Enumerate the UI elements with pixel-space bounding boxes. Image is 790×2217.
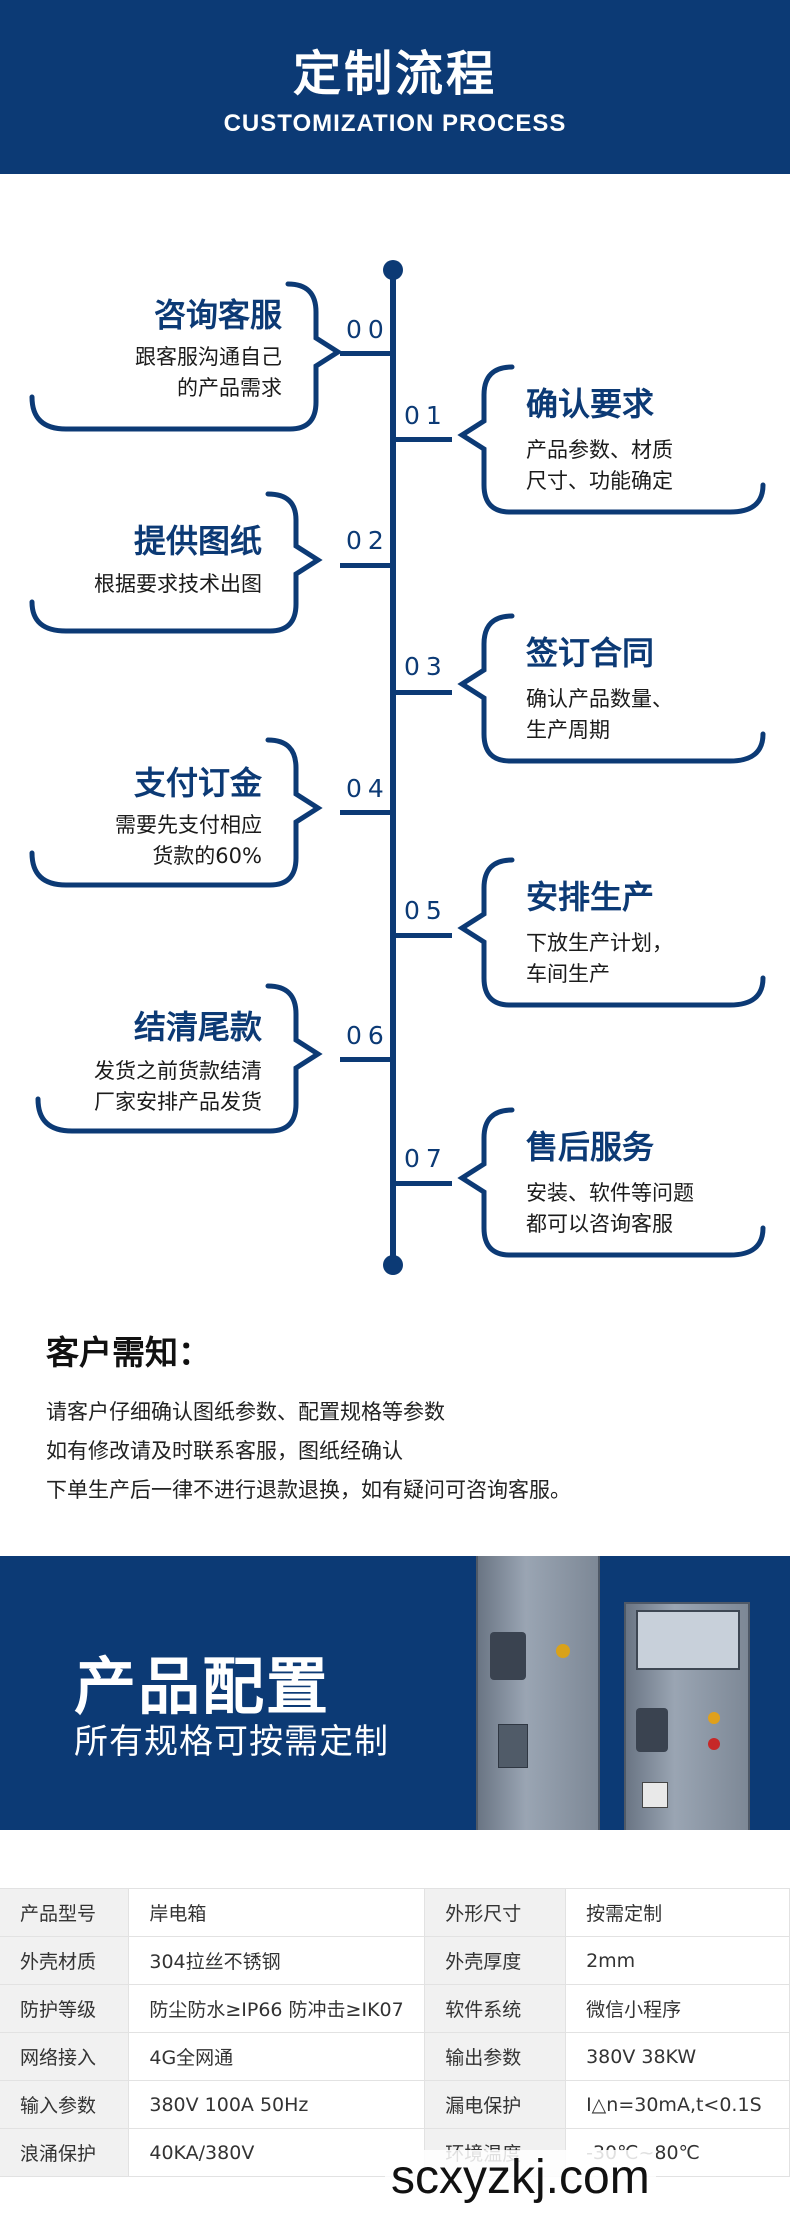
step-bubble-outline <box>457 857 766 1008</box>
step-title: 提供图纸 <box>133 522 262 560</box>
step-desc-line: 的产品需求 <box>177 376 282 400</box>
step-desc-line: 确认产品数量、 <box>526 687 673 711</box>
step-title: 安排生产 <box>526 878 655 916</box>
step-tick <box>340 351 392 356</box>
notice-line: 下单生产后一律不进行退款退换，如有疑问可咨询客服。 <box>46 1478 571 1502</box>
step-bubble-outline <box>29 737 323 888</box>
step-number: 06 <box>346 1021 390 1050</box>
step-bubble-outline <box>29 491 323 634</box>
step-card: 支付订金 需要先支付相应 货款的60% <box>29 737 323 888</box>
spec-value: I△n=30mA,t<0.1S <box>565 2080 790 2129</box>
spec-value: 按需定制 <box>565 1888 790 1937</box>
spec-key: 输入参数 <box>0 2080 130 2129</box>
spec-value: 304拉丝不锈钢 <box>128 1936 426 1985</box>
step-desc-line: 根据要求技术出图 <box>94 572 262 596</box>
step-desc-line: 下放生产计划， <box>526 931 673 955</box>
step-title: 确认要求 <box>526 385 655 423</box>
page-subtitle: CUSTOMIZATION PROCESS <box>223 110 567 137</box>
step-card: 确认要求 产品参数、材质 尺寸、功能确定 <box>457 364 766 515</box>
spec-value: 岸电箱 <box>128 1888 426 1937</box>
step-number: 04 <box>346 774 390 803</box>
step-card: 签订合同 确认产品数量、 生产周期 <box>457 613 766 764</box>
step-title: 结清尾款 <box>133 1008 262 1046</box>
step-number: 00 <box>346 315 390 344</box>
step-title: 支付订金 <box>133 764 262 802</box>
notice-title: 客户需知： <box>46 1333 211 1372</box>
step-tick <box>340 810 392 815</box>
step-card: 售后服务 安装、软件等问题 都可以咨询客服 <box>457 1107 766 1258</box>
timeline-end-dot <box>383 1255 403 1275</box>
step-tick <box>394 690 452 695</box>
step-desc-line: 发货之前货款结清 <box>94 1059 262 1083</box>
spec-key: 浪涌保护 <box>0 2128 130 2177</box>
step-desc-line: 都可以咨询客服 <box>526 1212 673 1236</box>
table-row: 防护等级 防尘防水≥IP66 防冲击≥IK07 软件系统 微信小程序 <box>0 1984 790 2033</box>
step-number: 05 <box>404 896 448 925</box>
table-row: 网络接入 4G全网通 输出参数 380V 38KW <box>0 2032 790 2081</box>
step-tick <box>394 933 452 938</box>
step-desc-line: 厂家安排产品发货 <box>94 1090 262 1114</box>
step-card: 结清尾款 发货之前货款结清 厂家安排产品发货 <box>35 983 323 1134</box>
spec-value: 380V 100A 50Hz <box>128 2080 426 2129</box>
step-card: 咨询客服 跟客服沟通自己 的产品需求 <box>29 281 343 432</box>
notice-line: 请客户仔细确认图纸参数、配置规格等参数 <box>46 1400 445 1424</box>
step-title: 签订合同 <box>526 634 655 672</box>
step-desc-line: 跟客服沟通自己 <box>135 345 282 369</box>
step-number: 03 <box>404 652 448 681</box>
step-bubble-outline <box>457 364 766 515</box>
step-tick <box>340 1057 392 1062</box>
step-bubble-outline <box>35 983 323 1134</box>
step-number: 01 <box>404 401 448 430</box>
header-banner: 定制流程 CUSTOMIZATION PROCESS <box>0 0 790 174</box>
step-tick <box>394 1181 452 1186</box>
step-bubble-outline <box>457 1107 766 1258</box>
config-title: 产品配置 <box>74 1650 331 1723</box>
spec-value: 微信小程序 <box>565 1984 790 2033</box>
spec-value: 4G全网通 <box>128 2032 426 2081</box>
shore-power-cabinet-image <box>624 1602 750 1830</box>
spec-key: 产品型号 <box>0 1888 130 1937</box>
table-row: 外壳材质 304拉丝不锈钢 外壳厚度 2mm <box>0 1936 790 1985</box>
step-bubble-outline <box>29 281 343 432</box>
table-row: 输入参数 380V 100A 50Hz 漏电保护 I△n=30mA,t<0.1S <box>0 2080 790 2129</box>
spec-key: 输出参数 <box>424 2032 567 2081</box>
step-desc-line: 需要先支付相应 <box>115 813 262 837</box>
spec-key: 外形尺寸 <box>424 1888 567 1937</box>
spec-value: 2mm <box>565 1936 790 1985</box>
shore-power-cabinet-image <box>476 1556 600 1830</box>
step-tick <box>340 563 392 568</box>
step-desc-line: 产品参数、材质 <box>526 438 673 462</box>
watermark: scxyzkj.com <box>385 2150 656 2206</box>
step-desc-line: 生产周期 <box>526 718 610 742</box>
step-desc-line: 车间生产 <box>526 962 610 986</box>
spec-key: 软件系统 <box>424 1984 567 2033</box>
spec-key: 网络接入 <box>0 2032 130 2081</box>
config-subtitle: 所有规格可按需定制 <box>74 1722 389 1762</box>
step-tick <box>394 437 452 442</box>
spec-key: 防护等级 <box>0 1984 130 2033</box>
step-card: 安排生产 下放生产计划， 车间生产 <box>457 857 766 1008</box>
timeline-axis <box>390 268 396 1266</box>
step-desc-line: 安装、软件等问题 <box>526 1181 694 1205</box>
config-banner: 产品配置 所有规格可按需定制 <box>0 1556 790 1830</box>
timeline-start-dot <box>383 260 403 280</box>
page-title: 定制流程 <box>292 46 497 102</box>
table-row: 产品型号 岸电箱 外形尺寸 按需定制 <box>0 1888 790 1937</box>
spec-key: 外壳厚度 <box>424 1936 567 1985</box>
step-desc-line: 尺寸、功能确定 <box>526 469 673 493</box>
step-number: 02 <box>346 526 390 555</box>
spec-table: 产品型号 岸电箱 外形尺寸 按需定制 外壳材质 304拉丝不锈钢 外壳厚度 2m… <box>0 1888 790 2177</box>
step-bubble-outline <box>457 613 766 764</box>
spec-key: 漏电保护 <box>424 2080 567 2129</box>
notice-line: 如有修改请及时联系客服，图纸经确认 <box>46 1439 403 1463</box>
step-title: 售后服务 <box>526 1128 655 1166</box>
spec-value: 380V 38KW <box>565 2032 790 2081</box>
step-number: 07 <box>404 1144 448 1173</box>
step-card: 提供图纸 根据要求技术出图 <box>29 491 323 634</box>
step-desc-line: 货款的60% <box>152 844 262 868</box>
spec-key: 外壳材质 <box>0 1936 130 1985</box>
step-title: 咨询客服 <box>153 296 282 334</box>
spec-value: 40KA/380V <box>128 2128 426 2177</box>
spec-value: 防尘防水≥IP66 防冲击≥IK07 <box>128 1984 426 2033</box>
